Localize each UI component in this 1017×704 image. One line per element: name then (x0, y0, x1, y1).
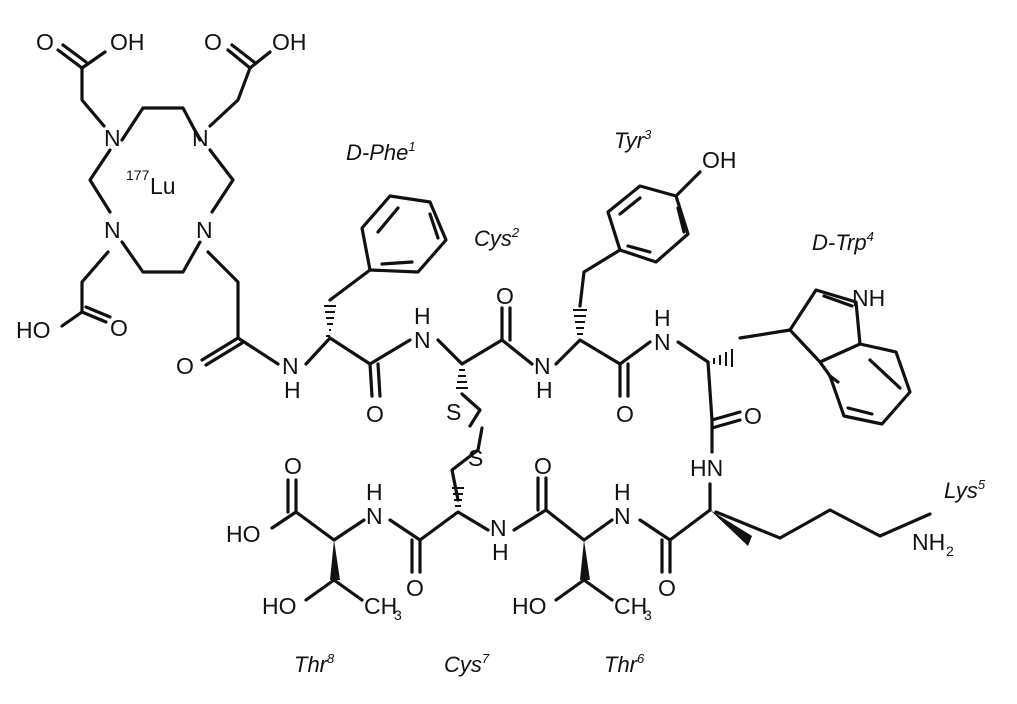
atom-ch3-2-subscript: 3 (394, 607, 402, 623)
atom-oh-3: OH (702, 147, 737, 173)
atom-h-5: H (284, 377, 301, 403)
atom-n-7: N (534, 353, 551, 379)
lys-wedge-bond (710, 510, 752, 546)
atom-n-2: N (192, 125, 209, 151)
trp-hash-bond (713, 349, 733, 367)
atom-n-8: N (654, 329, 671, 355)
atom-h-10: H (492, 539, 509, 565)
thr8-wedge-bond (330, 540, 340, 580)
atom-n-3: N (104, 217, 121, 243)
atom-h-7: H (536, 377, 553, 403)
atom-n-1: N (104, 125, 121, 151)
atom-lu: Lu (150, 173, 176, 199)
cys7-hash-bond (452, 487, 464, 507)
atom-o-10: O (534, 453, 552, 479)
atom-n-11: N (366, 503, 383, 529)
residue-label-thr8: Thr8 (294, 651, 335, 677)
atom-ho-1: HO (16, 317, 51, 343)
atom-o-6: O (496, 283, 514, 309)
atom-s-2: S (468, 445, 483, 471)
atom-h-6: H (414, 303, 431, 329)
residue-labels: D-Phe1 Cys2 Tyr3 D-Trp4 Lys5 Thr6 Cys7 T… (294, 127, 986, 677)
residue-label-dtrp4: D-Trp4 (812, 229, 874, 255)
atom-n-10: N (490, 515, 507, 541)
lu-mass-number: 177 (126, 167, 150, 183)
atom-ch3-2: CH (364, 593, 397, 619)
atom-nh2-subscript: 2 (946, 543, 954, 559)
residue-label-cys2: Cys2 (474, 225, 520, 251)
atom-ho-3: HO (226, 521, 261, 547)
atom-o-11: O (406, 575, 424, 601)
atom-h-8: H (654, 305, 671, 331)
atom-hn-1: HN (690, 455, 723, 481)
tyr-hash-bond (573, 309, 587, 335)
residue-label-cys7: Cys7 (444, 651, 490, 677)
phe-hash-bond (324, 305, 336, 337)
atom-h-9: H (614, 479, 631, 505)
atom-h-11: H (366, 479, 383, 505)
residue-label-thr6: Thr6 (604, 651, 645, 677)
cys2-hash-bond (456, 369, 468, 389)
atom-nh-1: NH (852, 285, 885, 311)
atom-n-9: N (614, 503, 631, 529)
thr6-wedge-bond (580, 540, 590, 580)
residue-label-tyr3: Tyr3 (614, 127, 652, 153)
atom-ho-2: HO (512, 593, 547, 619)
atom-o-3: O (110, 315, 128, 341)
atom-n-4: N (196, 217, 213, 243)
atom-n-5: N (282, 353, 299, 379)
atom-o-8: O (744, 403, 762, 429)
atom-oh-2: OH (272, 29, 307, 55)
atom-o-5: O (366, 401, 384, 427)
residue-label-lys5: Lys5 (944, 477, 986, 503)
atom-labels: O OH O OH HO O N N N N 177 Lu O N H O H … (16, 29, 954, 623)
atom-o-1: O (36, 29, 54, 55)
atom-o-7: O (616, 401, 634, 427)
atom-o-9: O (658, 575, 676, 601)
atom-oh-1: OH (110, 29, 145, 55)
atom-ch3-1-subscript: 3 (644, 607, 652, 623)
atom-s-1: S (446, 399, 461, 425)
stereo-bonds (324, 305, 752, 580)
atom-o-12: O (284, 453, 302, 479)
bond-lines (56, 43, 932, 602)
residue-label-dphe1: D-Phe1 (346, 139, 416, 165)
atom-o-2: O (204, 29, 222, 55)
atom-ch3-1: CH (614, 593, 647, 619)
atom-n-6: N (414, 327, 431, 353)
atom-ho-4: HO (262, 593, 297, 619)
atom-nh2: NH (912, 529, 945, 555)
atom-o-4: O (176, 353, 194, 379)
